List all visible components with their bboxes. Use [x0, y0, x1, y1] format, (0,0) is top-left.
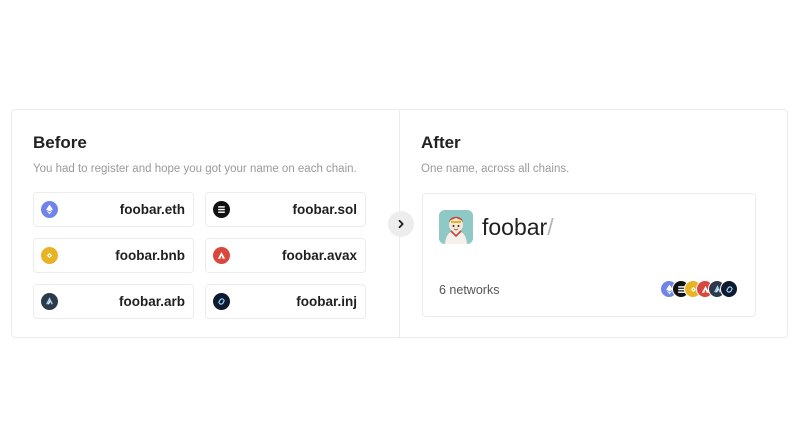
injective-icon — [720, 280, 738, 298]
universal-name-card: foobar/ 6 networks — [422, 193, 756, 317]
name-label: foobar.eth — [119, 202, 185, 217]
name-label: foobar.inj — [296, 294, 357, 309]
handle-name: foobar — [482, 214, 548, 240]
name-label: foobar.bnb — [115, 248, 185, 263]
after-subtitle: One name, across all chains. — [421, 163, 570, 175]
arbitrum-icon — [41, 293, 58, 310]
avatar — [439, 210, 473, 244]
next-arrow-button[interactable] — [388, 211, 414, 237]
avalanche-icon — [213, 247, 230, 264]
universal-handle: foobar/ — [482, 214, 554, 241]
name-label: foobar.arb — [118, 294, 185, 309]
name-label: foobar.sol — [292, 202, 357, 217]
name-label: foobar.avax — [281, 248, 357, 263]
before-panel: Before You had to register and hope you … — [12, 110, 400, 337]
comparison-card: Before You had to register and hope you … — [11, 109, 788, 338]
bnb-icon — [41, 247, 58, 264]
name-box-bnb: foobar.bnb — [33, 238, 194, 273]
after-title: After — [421, 133, 461, 152]
handle-suffix: / — [547, 214, 554, 240]
name-box-avax: foobar.avax — [205, 238, 366, 273]
chevron-right-icon — [398, 219, 404, 229]
ethereum-icon — [41, 201, 58, 218]
before-title: Before — [33, 133, 87, 152]
solana-icon — [213, 201, 230, 218]
name-box-inj: foobar.inj — [205, 284, 366, 319]
before-subtitle: You had to register and hope you got you… — [33, 163, 357, 175]
name-box-sol: foobar.sol — [205, 192, 366, 227]
name-box-arb: foobar.arb — [33, 284, 194, 319]
networks-count: 6 networks — [439, 283, 500, 297]
name-box-eth: foobar.eth — [33, 192, 194, 227]
injective-icon — [213, 293, 230, 310]
chain-names-grid: foobar.eth foobar.sol foobar.bnb foobar.… — [33, 192, 366, 319]
network-icons-stack — [660, 280, 738, 298]
after-panel: After One name, across all chains. fooba… — [400, 110, 787, 337]
